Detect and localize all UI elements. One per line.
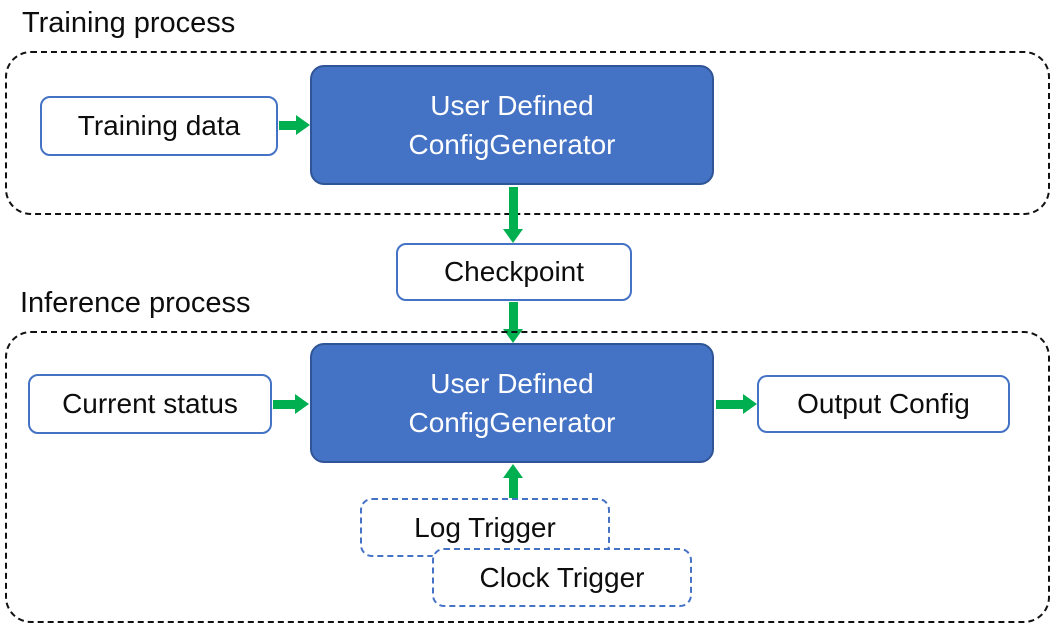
node-generator-inference-line2: ConfigGenerator xyxy=(408,407,616,438)
node-generator-training-line1: User Defined xyxy=(430,90,594,121)
section-label-training: Training process xyxy=(22,7,236,39)
training-process-container xyxy=(5,51,1050,215)
arrow-shaft xyxy=(273,399,295,409)
node-current-status-label: Current status xyxy=(62,388,238,419)
node-generator-training-line2: ConfigGenerator xyxy=(408,129,616,160)
inference-process-container xyxy=(5,331,1050,623)
node-training-data-label: Training data xyxy=(77,110,241,141)
arrow-head-up-icon xyxy=(503,464,523,478)
section-label-inference: Inference process xyxy=(20,287,251,319)
arrow-shaft xyxy=(508,478,518,498)
arrow-shaft xyxy=(716,399,743,409)
node-clock-trigger: Clock Trigger xyxy=(432,548,692,607)
node-checkpoint-label: Checkpoint xyxy=(443,256,585,287)
arrow-generator-to-checkpoint xyxy=(503,187,523,243)
node-user-defined-configgenerator-inference: User Defined ConfigGenerator xyxy=(310,343,714,463)
arrow-training-data-to-generator xyxy=(279,115,310,135)
node-output-config-label: Output Config xyxy=(797,388,970,419)
node-output-config: Output Config xyxy=(757,375,1010,433)
arrow-triggers-to-generator xyxy=(503,464,523,498)
node-clock-trigger-label: Clock Trigger xyxy=(479,561,645,593)
node-generator-inference-line1: User Defined xyxy=(430,368,594,399)
arrow-shaft xyxy=(508,302,518,329)
arrow-head-right-icon xyxy=(296,115,310,135)
arrow-current-status-to-generator xyxy=(273,394,309,414)
node-current-status: Current status xyxy=(28,374,272,434)
arrow-head-right-icon xyxy=(295,394,309,414)
node-checkpoint: Checkpoint xyxy=(396,243,632,301)
node-log-trigger-label: Log Trigger xyxy=(414,511,556,543)
arrow-generator-to-output-config xyxy=(716,394,757,414)
arrow-head-right-icon xyxy=(743,394,757,414)
node-user-defined-configgenerator-training: User Defined ConfigGenerator xyxy=(310,65,714,185)
node-training-data: Training data xyxy=(40,96,278,156)
arrow-shaft xyxy=(508,187,518,229)
arrow-shaft xyxy=(279,120,296,130)
arrow-head-down-icon xyxy=(503,229,523,243)
